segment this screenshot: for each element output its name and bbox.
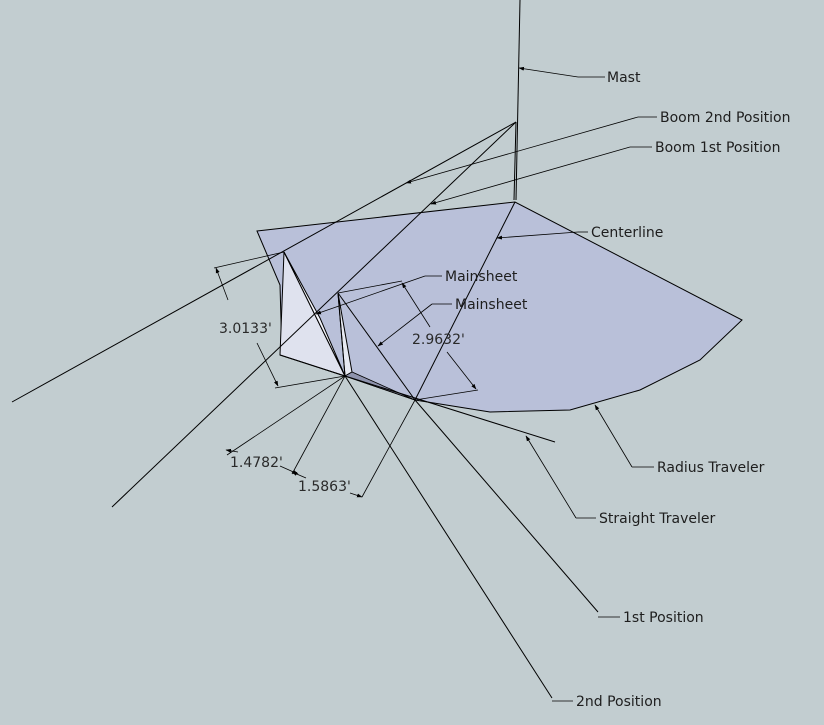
label-2nd-position: 2nd Position bbox=[576, 694, 662, 710]
mainsheet-line-a bbox=[337, 292, 416, 401]
mast-base bbox=[513, 121, 517, 201]
first-position-line bbox=[414, 399, 599, 613]
dimension-value-4: 1.5863' bbox=[298, 479, 351, 495]
dimension-value-2: 2.9632' bbox=[412, 332, 465, 348]
label-mainsheet-1: Mainsheet bbox=[445, 269, 518, 285]
dim-line-2b bbox=[446, 351, 477, 390]
mainsheet-line-b bbox=[337, 292, 346, 377]
leader-boom-1st-arrow bbox=[430, 146, 631, 205]
second-position-line bbox=[344, 375, 553, 699]
dim-line-1b bbox=[256, 342, 279, 387]
dim-line-4b bbox=[349, 492, 363, 498]
label-1st-position: 1st Position bbox=[623, 610, 704, 626]
label-centerline: Centerline bbox=[591, 225, 663, 241]
label-straight-traveler: Straight Traveler bbox=[599, 511, 716, 527]
label-mast: Mast bbox=[607, 70, 641, 86]
leader-straight-traveler-arrow bbox=[525, 435, 577, 519]
label-radius-traveler: Radius Traveler bbox=[657, 460, 765, 476]
label-boom-1st-position: Boom 1st Position bbox=[655, 140, 780, 156]
leader-boom-2nd-arrow bbox=[405, 116, 639, 184]
dimension-value-1: 3.0133' bbox=[219, 321, 272, 337]
dim-ext-2b bbox=[414, 389, 479, 401]
dim-ext-4b bbox=[361, 399, 416, 498]
leader-mainsheet-2-arrow bbox=[377, 303, 433, 347]
boom-2nd-position-line bbox=[11, 121, 517, 403]
centerline-line bbox=[414, 201, 516, 401]
mast-line bbox=[515, 0, 521, 201]
dim-line-4a bbox=[291, 471, 307, 479]
dim-line-2a bbox=[401, 282, 431, 328]
dim-ext-2a bbox=[337, 280, 403, 294]
dim-ext-3a bbox=[226, 375, 346, 456]
label-mainsheet-2: Mainsheet bbox=[455, 297, 528, 313]
label-boom-2nd-position: Boom 2nd Position bbox=[660, 110, 790, 126]
dim-ext-4a bbox=[291, 375, 346, 475]
dimension-value-3: 1.4782' bbox=[230, 455, 283, 471]
leader-mainsheet-1-arrow bbox=[315, 275, 426, 315]
straight-traveler-line bbox=[344, 375, 556, 443]
leader-radius-traveler-arrow bbox=[594, 404, 633, 468]
dim-ext-1b bbox=[274, 375, 346, 389]
leader-centerline-arrow bbox=[496, 231, 579, 240]
lower-line bbox=[279, 354, 346, 377]
leader-mast-arrow bbox=[518, 66, 579, 78]
dim-line-3a bbox=[225, 448, 239, 453]
dim-line-1a bbox=[215, 267, 229, 301]
boom-1st-position-line bbox=[111, 121, 517, 508]
dim-ext-1a bbox=[213, 251, 285, 269]
